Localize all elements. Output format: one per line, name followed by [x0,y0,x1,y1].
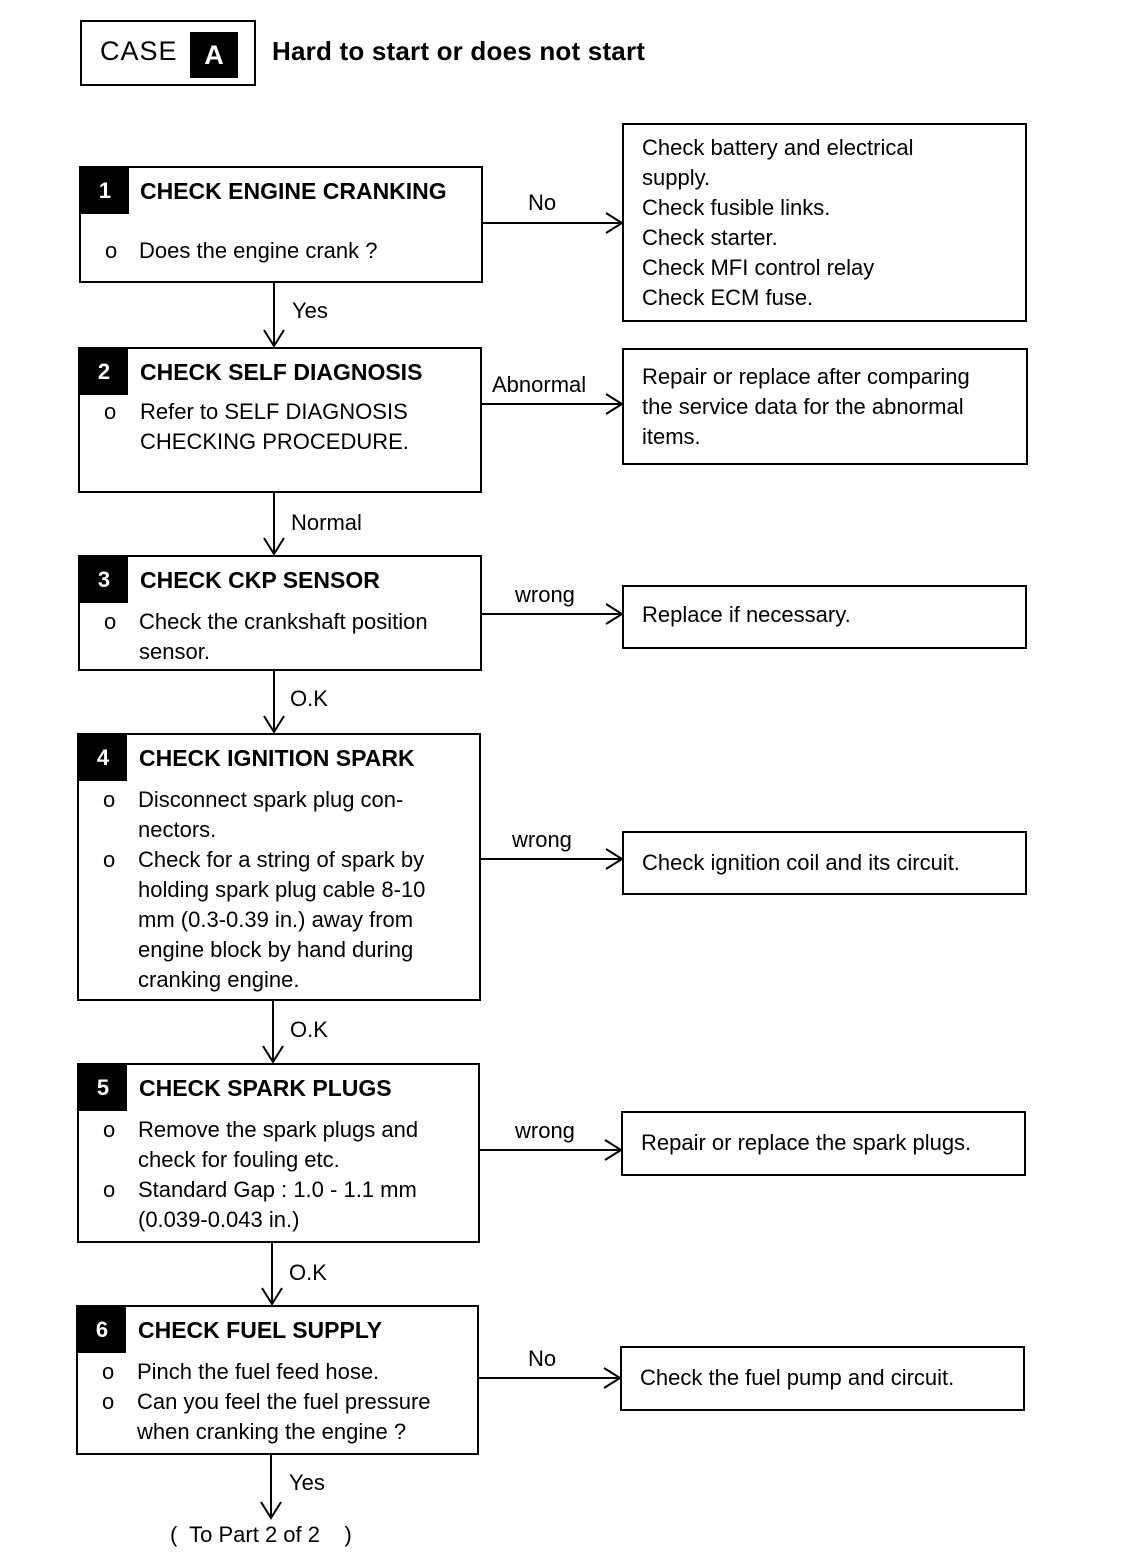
step-3-box: 3 CHECK CKP SENSOR o Check the crankshaf… [78,555,482,671]
step-2-line: CHECKING PROCEDURE. [140,429,409,454]
case-letter: A [190,32,238,78]
step-2-box: 2 CHECK SELF DIAGNOSIS o Refer to SELF D… [78,347,482,493]
step-5-down-label: O.K [289,1260,327,1285]
step-5-side-label: wrong [515,1118,575,1143]
step-2-side-box: Repair or replace after comparing the se… [622,348,1028,465]
bullet-mark: o [104,609,117,634]
continuation-note: ( To Part 2 of 2 ) [170,1522,352,1547]
page-title: Hard to start or does not start [272,36,646,66]
bullet-mark: o [103,847,116,872]
step-3-number: 3 [80,557,128,603]
step-5-line: check for fouling etc. [138,1147,340,1172]
case-label: CASE [100,36,178,66]
side-box-line: Repair or replace the spark plugs. [641,1130,972,1155]
side-box-line: Check starter. [642,225,778,250]
step-2-title: CHECK SELF DIAGNOSIS [140,359,423,385]
arrowhead-4-5 [262,1045,284,1064]
step-6-side-box: Check the fuel pump and circuit. [620,1346,1025,1411]
step-3-side-box: Replace if necessary. [622,585,1027,649]
side-box-line: Check battery and electrical [642,135,914,160]
step-6-number: 6 [78,1307,126,1353]
step-4-line: mm (0.3-0.39 in.) away from [138,907,414,932]
step-1-down-label: Yes [292,298,328,323]
step-5-box: 5 CHECK SPARK PLUGS o Remove the spark p… [77,1063,480,1243]
side-box-line: supply. [642,165,711,190]
step-4-title: CHECK IGNITION SPARK [139,745,415,771]
side-box-line: Replace if necessary. [642,602,851,627]
side-box-line: Check ECM fuse. [642,285,814,310]
side-box-line: Repair or replace after comparing [642,364,970,389]
bullet-mark: o [105,238,118,263]
bullet-mark: o [102,1359,115,1384]
step-1-line: Does the engine crank ? [139,238,378,263]
step-2-line: Refer to SELF DIAGNOSIS [140,399,408,424]
bullet-mark: o [103,1177,116,1202]
step-6-line: Pinch the fuel feed hose. [137,1359,380,1384]
step-4-side-label: wrong [512,827,572,852]
step-2-down-label: Normal [291,510,362,535]
step-4-number: 4 [79,735,127,781]
step-5-side-box: Repair or replace the spark plugs. [621,1111,1026,1176]
step-1-title: CHECK ENGINE CRANKING [140,178,447,204]
side-box-line: Check MFI control relay [642,255,875,280]
step-5-line: (0.039-0.043 in.) [138,1207,300,1232]
step-6-line: Can you feel the fuel pressure [137,1389,431,1414]
step-4-line: Disconnect spark plug con- [138,787,404,812]
side-box-line: Check ignition coil and its circuit. [642,850,960,875]
step-6-side-label: No [528,1346,557,1371]
side-box-line: the service data for the abnormal [642,394,964,419]
side-box-line: Check fusible links. [642,195,831,220]
bullet-mark: o [102,1389,115,1414]
step-2-side-label: Abnormal [492,372,587,397]
step-4-line: cranking engine. [138,967,300,992]
step-4-line: nectors. [138,817,217,842]
step-5-line: Remove the spark plugs and [138,1117,419,1142]
step-3-title: CHECK CKP SENSOR [140,567,380,593]
side-box-line: Check the fuel pump and circuit. [640,1365,955,1390]
step-4-side-box: Check ignition coil and its circuit. [622,831,1027,895]
step-3-down-label: O.K [290,686,328,711]
arrowhead-2-3 [263,537,285,556]
arrowhead-3-4 [263,715,285,734]
side-box-line: items. [642,424,701,449]
step-1-side-box: Check battery and electrical supply. Che… [622,123,1027,322]
arrowhead-5-6 [261,1287,283,1306]
step-6-title: CHECK FUEL SUPPLY [138,1317,383,1343]
step-4-down-label: O.K [290,1017,328,1042]
step-4-box: 4 CHECK IGNITION SPARK o Disconnect spar… [77,733,481,1001]
step-4-line: holding spark plug cable 8-10 [138,877,426,902]
step-4-line: engine block by hand during [138,937,414,962]
step-6-down-label: Yes [289,1470,325,1495]
step-6-box: 6 CHECK FUEL SUPPLY o Pinch the fuel fee… [76,1305,479,1455]
step-1-number: 1 [81,168,129,214]
bullet-mark: o [104,399,117,424]
step-5-line: Standard Gap : 1.0 - 1.1 mm [138,1177,417,1202]
step-3-side-label: wrong [515,582,575,607]
step-5-number: 5 [79,1065,127,1111]
step-1-side-label: No [528,190,557,215]
arrowhead-1-2 [263,329,285,348]
step-1-box: 1 CHECK ENGINE CRANKING o Does the engin… [79,166,483,283]
bullet-mark: o [103,1117,116,1142]
step-5-title: CHECK SPARK PLUGS [139,1075,392,1101]
step-3-line: Check the crankshaft position [139,609,428,634]
step-2-number: 2 [80,349,128,395]
step-3-line: sensor. [139,639,210,664]
arrowhead-6-footer [260,1501,282,1520]
case-box: CASE A [80,20,256,86]
step-6-line: when cranking the engine ? [137,1419,407,1444]
bullet-mark: o [103,787,116,812]
step-4-line: Check for a string of spark by [138,847,425,872]
